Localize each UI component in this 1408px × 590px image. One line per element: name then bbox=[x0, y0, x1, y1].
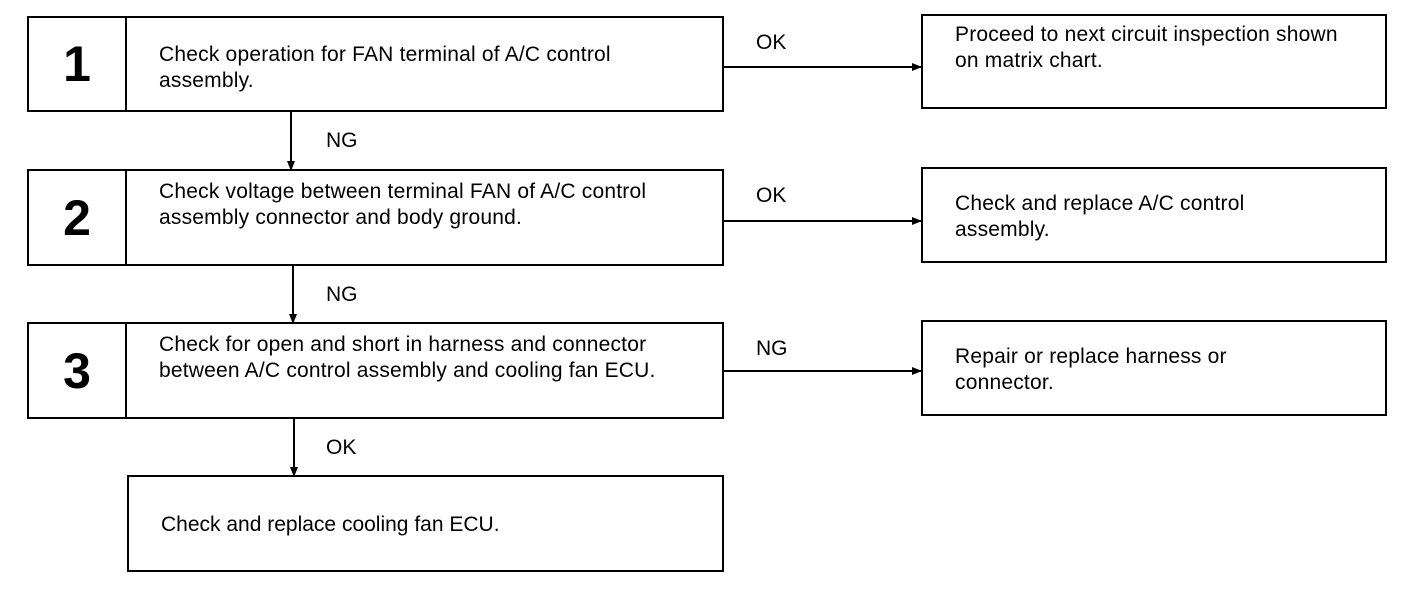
result-box-3: Repair or replace harness or connector. bbox=[921, 320, 1387, 416]
result-text-1: Proceed to next circuit inspection shown… bbox=[955, 23, 1338, 72]
down-label-3: OK bbox=[326, 436, 357, 459]
result-text-3: Repair or replace harness or connector. bbox=[955, 345, 1227, 394]
step-box-3: 3 Check for open and short in harness an… bbox=[27, 322, 724, 419]
step-number-1: 1 bbox=[29, 18, 127, 110]
step-number-3: 3 bbox=[29, 324, 127, 417]
result-box-1: Proceed to next circuit inspection shown… bbox=[921, 14, 1387, 109]
step-text-3: Check for open and short in harness and … bbox=[159, 333, 656, 382]
final-text: Check and replace cooling fan ECU. bbox=[161, 513, 500, 536]
down-label-2: NG bbox=[326, 283, 358, 306]
condition-label-2: OK bbox=[756, 184, 787, 207]
step-text-1: Check operation for FAN terminal of A/C … bbox=[159, 43, 611, 92]
down-label-1: NG bbox=[326, 129, 358, 152]
step-box-1: 1 Check operation for FAN terminal of A/… bbox=[27, 16, 724, 112]
condition-label-1: OK bbox=[756, 31, 787, 54]
step-box-2: 2 Check voltage between terminal FAN of … bbox=[27, 169, 724, 266]
final-box: Check and replace cooling fan ECU. bbox=[127, 475, 724, 572]
result-text-2: Check and replace A/C control assembly. bbox=[955, 192, 1245, 241]
result-box-2: Check and replace A/C control assembly. bbox=[921, 167, 1387, 263]
step-text-2: Check voltage between terminal FAN of A/… bbox=[159, 180, 647, 229]
condition-label-3: NG bbox=[756, 337, 788, 360]
step-number-2: 2 bbox=[29, 171, 127, 264]
